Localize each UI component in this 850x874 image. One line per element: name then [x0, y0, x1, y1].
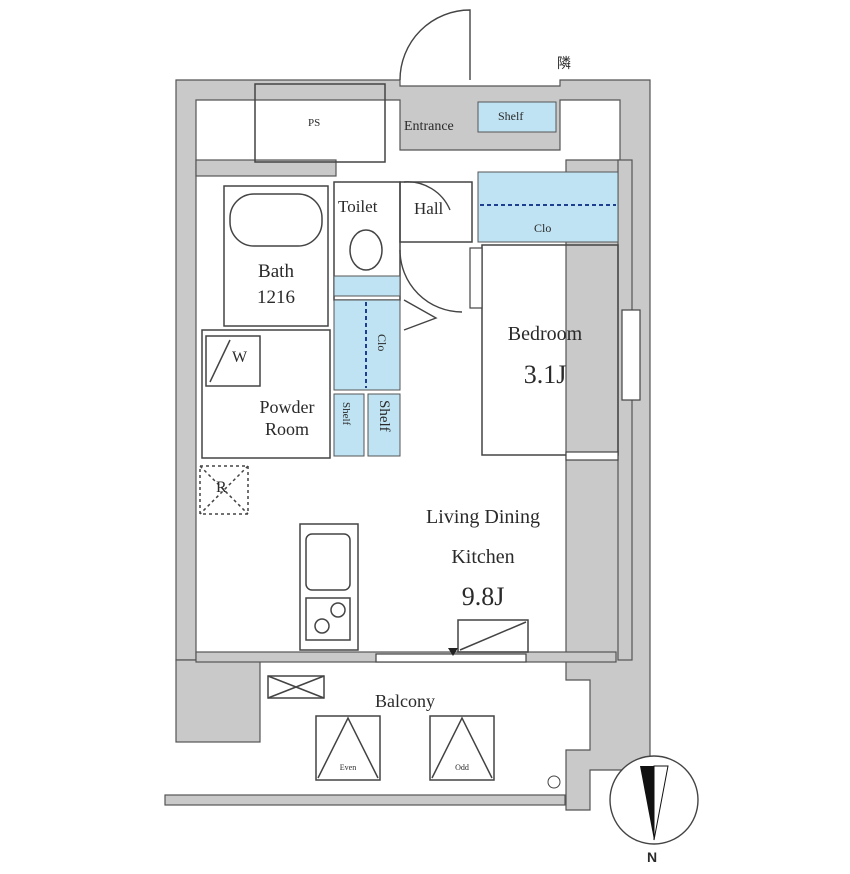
fridge-label: R [216, 479, 227, 496]
shelf-small-label: Shelf [340, 402, 352, 426]
bedroom-bottom-strip [565, 451, 619, 461]
kitchen-counter [299, 523, 359, 651]
neighbor-label: 隣 [557, 57, 571, 72]
ldk-size-label: 9.8J [461, 582, 505, 611]
hall-label: Hall [414, 199, 444, 218]
stove-burner-1 [314, 618, 330, 634]
shelf-small-box [333, 393, 365, 457]
balcony-drain [547, 775, 561, 789]
sink [305, 533, 351, 591]
hall-wedge [403, 299, 438, 331]
ps-box [254, 83, 386, 163]
ldk-label-2: Kitchen [451, 546, 515, 568]
washer-box [205, 335, 261, 387]
ldk-sliding-door [375, 653, 527, 663]
right-column [617, 159, 633, 661]
balcony-x2 [267, 675, 325, 699]
bedroom-label: Bedroom [507, 323, 583, 345]
ps-label: PS [308, 117, 321, 129]
top-closet-box [477, 171, 619, 243]
closet-mid-label: Clo [375, 334, 389, 352]
ac-left-unit [315, 715, 381, 781]
bathtub [229, 193, 323, 247]
ac-left-label: Even [339, 763, 357, 772]
ldk-label-1: Living Dining [426, 506, 540, 528]
compass-needle-half [653, 765, 669, 841]
toilet-bowl [349, 229, 383, 271]
bath-room [223, 185, 329, 327]
bedroom-window [621, 309, 641, 401]
balcony-outlet [267, 675, 325, 699]
ac-left-tri [317, 716, 379, 779]
upper-left-block [195, 159, 337, 177]
closet-rails [365, 204, 616, 388]
washer-diag [209, 339, 231, 383]
partitions [199, 83, 619, 781]
hall-area [399, 181, 473, 243]
fridge-x2 [199, 465, 249, 515]
compass-north-label: N [647, 849, 658, 865]
ac-right-unit [429, 715, 495, 781]
shelf-mid-label: Shelf [376, 400, 392, 432]
stove [305, 597, 351, 641]
left-lower-wall [175, 659, 261, 743]
closet-top-label: Clo [534, 221, 552, 235]
balcony-rail-bottom [164, 794, 566, 806]
toilet-door-arc [403, 181, 451, 211]
entrance-shelf-label: Shelf [498, 109, 524, 123]
ac-right-label: Odd [455, 763, 469, 772]
doors [399, 9, 471, 331]
shelf-mid-box [367, 393, 401, 457]
toilet-label: Toilet [338, 197, 378, 216]
outer-wall [175, 79, 651, 811]
compass [609, 755, 699, 845]
openings [375, 247, 641, 663]
ac-unit-ldk [457, 619, 529, 653]
powder-room [201, 329, 331, 459]
toilet-shelf-box [333, 275, 401, 297]
powder-room-label-2: Room [264, 419, 310, 439]
balcony-label: Balcony [375, 691, 435, 711]
powder-room-label-1: Powder [259, 397, 315, 417]
ac-right-tri [431, 716, 493, 779]
bath-label: Bath [258, 261, 294, 282]
washer-label: W [232, 349, 248, 366]
stove-burner-2 [330, 602, 346, 618]
fridge-box [199, 465, 249, 515]
hall-door-arc [399, 249, 463, 313]
bedroom-door-strip [469, 247, 483, 309]
fridge-x1 [199, 465, 249, 515]
bedroom-room [481, 244, 619, 456]
entrance-shelf-box [477, 101, 557, 133]
ldk-door-marker [448, 648, 458, 656]
ac-diagonal [459, 621, 527, 651]
entrance-door-arc [399, 9, 471, 81]
bedroom-size-label: 3.1J [523, 360, 567, 389]
bath-size-label: 1216 [257, 287, 295, 308]
entrance-label: Entrance [404, 119, 454, 134]
